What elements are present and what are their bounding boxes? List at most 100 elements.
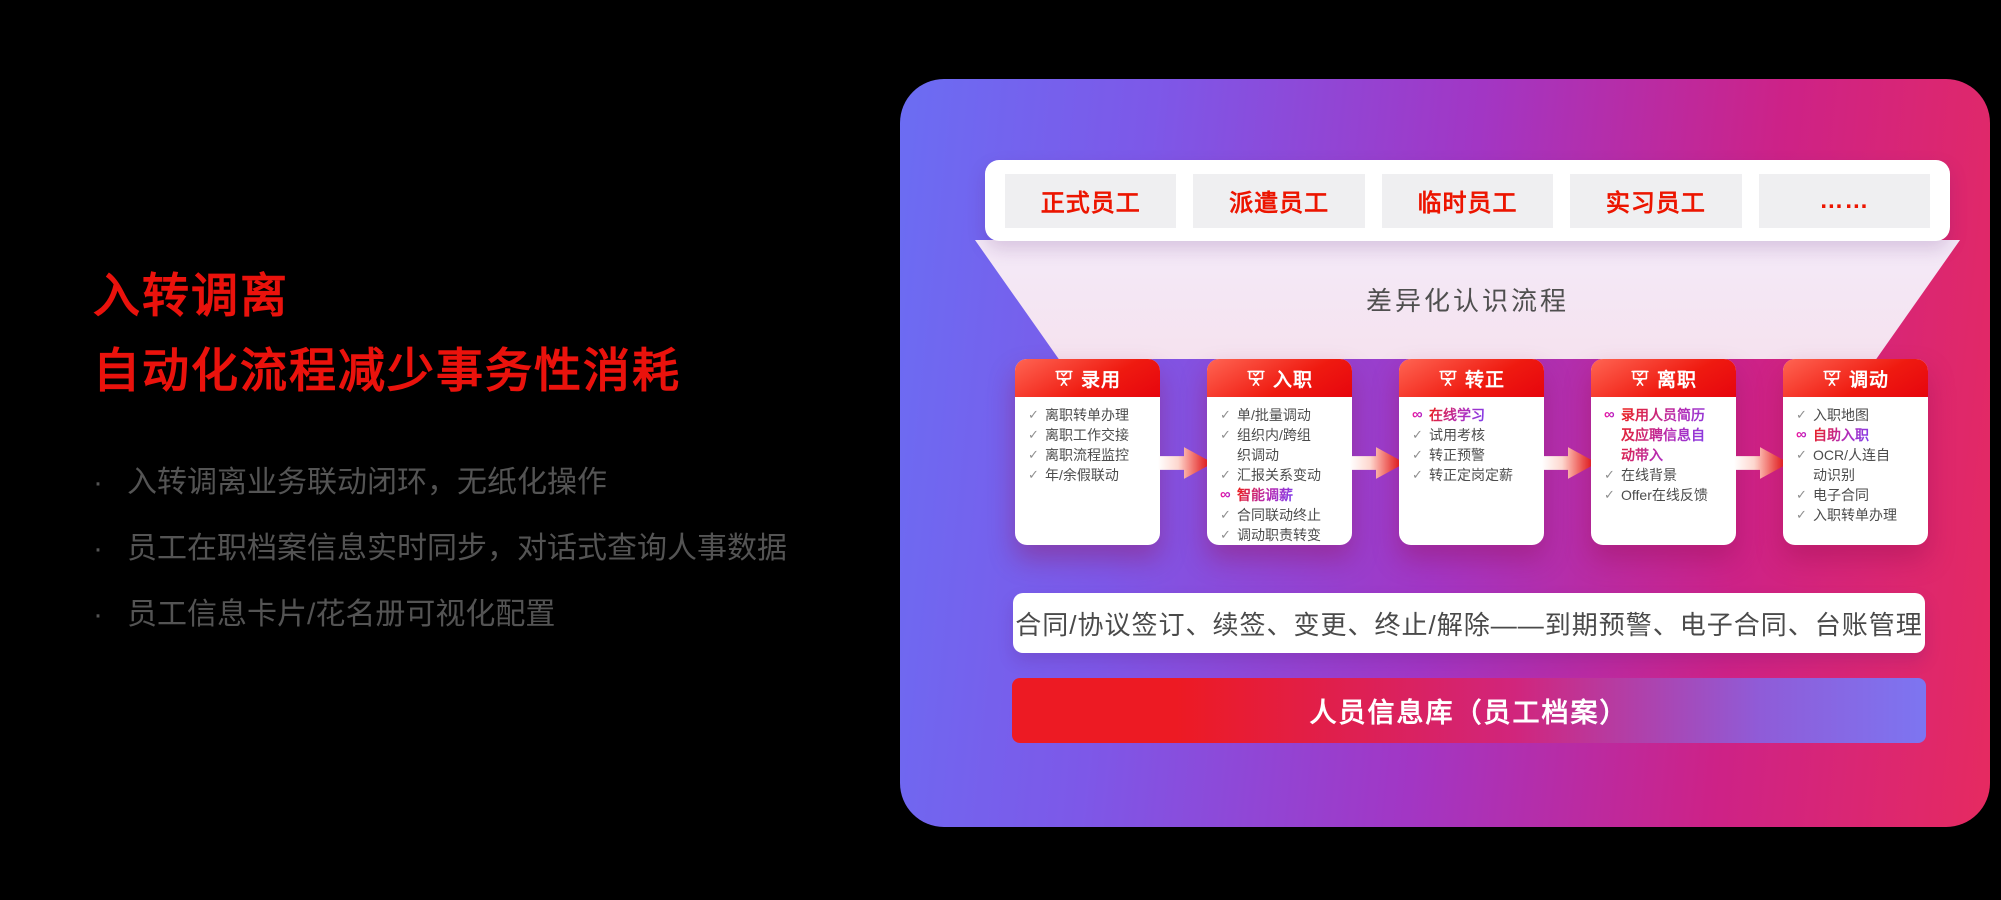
- employee-type-box: 实习员工: [1570, 173, 1742, 228]
- process-card-header: 转正: [1399, 359, 1544, 397]
- process-item: ✓ 转正预警: [1412, 445, 1541, 465]
- check-icon: ✓: [1796, 447, 1807, 462]
- right-arrow-icon: [1155, 447, 1213, 479]
- process-card-items: ∞在线学习 ✓ 试用考核 ✓ 转正预警 ✓ 转正定岗定薪: [1399, 397, 1544, 485]
- process-item-text: 试用考核: [1429, 427, 1485, 443]
- employee-type-label: 正式员工: [1040, 190, 1141, 217]
- check-icon: ✓: [1220, 467, 1231, 482]
- process-item: ✓入职转单办理: [1796, 505, 1925, 525]
- easel-board-icon: [1439, 370, 1457, 386]
- process-card-items: ∞录用人员简历 及应聘信息自 动带入 ✓ 在线背景 ✓ Offer在线反馈: [1591, 397, 1736, 505]
- infinity-icon: ∞: [1604, 405, 1621, 425]
- process-item-text: 录用人员简历 及应聘信息自 动带入: [1621, 407, 1705, 463]
- process-item-text: 入职转单办理: [1813, 507, 1897, 523]
- process-item-text: 智能调薪: [1237, 487, 1293, 503]
- funnel-label: 差异化认识流程: [1365, 286, 1569, 316]
- funnel: 差异化认识流程: [975, 240, 1960, 359]
- process-item: ✓ 离职工作交接: [1028, 425, 1157, 445]
- process-card: 录用 ✓离职转单办理 ✓ 离职工作交接 ✓ 离职流程监控 ✓年/余假联动: [1015, 359, 1160, 545]
- process-item: ✓ 汇报关系变动: [1220, 465, 1349, 485]
- process-card-items: ✓离职转单办理 ✓ 离职工作交接 ✓ 离职流程监控 ✓年/余假联动: [1015, 397, 1160, 485]
- process-item-text: 离职流程监控: [1045, 447, 1129, 463]
- bullet-item: ·入转调离业务联动闭环，无纸化操作: [93, 450, 787, 516]
- process-item: ✓离职转单办理: [1028, 405, 1157, 425]
- process-item-text: 调动职责转变: [1237, 527, 1321, 543]
- process-card-items: ✓入职地图∞自助入职✓OCR/人连自 动识别✓电子合同✓入职转单办理: [1783, 397, 1928, 525]
- right-arrow-icon: [1539, 447, 1597, 479]
- bullet-text: 员工信息卡片/花名册可视化配置: [127, 598, 556, 631]
- process-item-text: 转正预警: [1429, 447, 1485, 463]
- right-arrow-icon: [1731, 447, 1789, 479]
- process-item-text: 入职地图: [1813, 407, 1869, 423]
- left-panel: 入转调离 自动化流程减少事务性消耗 ·入转调离业务联动闭环，无纸化操作·员工在职…: [93, 258, 787, 648]
- process-item: ∞智能调薪: [1220, 485, 1349, 505]
- process-item-text: 组织内/跨组 织调动: [1237, 427, 1311, 463]
- process-item-text: 电子合同: [1813, 487, 1869, 503]
- process-card-title: 录用: [1080, 369, 1121, 391]
- process-item: ✓ OCR/人连自 动识别: [1796, 445, 1925, 485]
- database-bar: 人员信息库（员工档案）: [1012, 678, 1926, 743]
- process-item: ∞自助入职: [1796, 425, 1925, 445]
- check-icon: ✓: [1220, 527, 1231, 542]
- process-item-text: Offer在线反馈: [1621, 487, 1708, 503]
- process-item: ✓ 单/批量调动: [1220, 405, 1349, 425]
- bullet-dot: ·: [93, 532, 103, 565]
- check-icon: ✓: [1412, 447, 1423, 462]
- process-card-header: 调动: [1783, 359, 1928, 397]
- process-item: ✓合同联动终止: [1220, 505, 1349, 525]
- employee-type-label: 派遣员工: [1229, 190, 1330, 217]
- process-card-header: 离职: [1591, 359, 1736, 397]
- process-item-text: 离职转单办理: [1045, 407, 1129, 423]
- bullet-dot: ·: [93, 466, 103, 499]
- process-item: ✓ 在线背景: [1604, 465, 1733, 485]
- process-item: ✓ 转正定岗定薪: [1412, 465, 1541, 485]
- title-line-2: 自动化流程减少事务性消耗: [93, 344, 681, 397]
- check-icon: ✓: [1028, 427, 1039, 442]
- process-card-title: 转正: [1464, 369, 1505, 391]
- check-icon: ✓: [1220, 427, 1231, 442]
- process-item: ✓年/余假联动: [1028, 465, 1157, 485]
- check-icon: ✓: [1604, 487, 1615, 502]
- process-item: ∞在线学习: [1412, 405, 1541, 425]
- check-icon: ✓: [1412, 427, 1423, 442]
- bullet-text: 员工在职档案信息实时同步，对话式查询人事数据: [127, 532, 787, 565]
- process-item-text: 在线背景: [1621, 467, 1677, 483]
- process-item-text: OCR/人连自 动识别: [1813, 447, 1890, 483]
- bullet-dot: ·: [93, 598, 103, 631]
- process-item-text: 离职工作交接: [1045, 427, 1129, 443]
- page-title: 入转调离 自动化流程减少事务性消耗: [93, 258, 787, 408]
- employee-type-box: 正式员工: [1005, 173, 1177, 228]
- process-card-title: 入职: [1272, 369, 1313, 391]
- process-item-text: 年/余假联动: [1045, 467, 1119, 483]
- check-icon: ✓: [1028, 447, 1039, 462]
- process-item-text: 单/批量调动: [1237, 407, 1311, 423]
- easel-board-icon: [1631, 370, 1649, 386]
- bullet-list: ·入转调离业务联动闭环，无纸化操作·员工在职档案信息实时同步，对话式查询人事数据…: [93, 450, 787, 648]
- feature-panel: 差异化认识流程 正式员工派遣员工临时员工实习员工…… 录用✓离职转单办理✓离职工…: [900, 79, 1990, 827]
- process-item-text: 汇报关系变动: [1237, 467, 1321, 483]
- employee-type-bar: 正式员工派遣员工临时员工实习员工……: [985, 160, 1950, 241]
- easel-board-icon: [1055, 370, 1073, 386]
- process-card: 离职 ∞录用人员简历 及应聘信息自 动带入 ✓ 在线背景 ✓ Offer在线反馈: [1591, 359, 1736, 545]
- process-card: 转正 ∞在线学习 ✓ 试用考核 ✓ 转正预警 ✓ 转正定岗定薪: [1399, 359, 1544, 545]
- process-item: ✓ 组织内/跨组 织调动: [1220, 425, 1349, 465]
- title-line-1: 入转调离: [93, 269, 289, 322]
- process-card-row: 录用✓离职转单办理✓离职工作交接✓离职流程监控✓年/余假联动 入职✓单/批量调动…: [1015, 359, 1928, 569]
- employee-type-box: 派遣员工: [1193, 173, 1365, 228]
- process-item-text: 自助入职: [1813, 427, 1869, 443]
- check-icon: ✓: [1604, 467, 1615, 482]
- process-item: ✓ Offer在线反馈: [1604, 485, 1733, 505]
- process-card-title: 调动: [1848, 369, 1889, 391]
- check-icon: ✓: [1220, 407, 1231, 422]
- employee-type-box: 临时员工: [1381, 173, 1554, 228]
- check-icon: ✓: [1412, 467, 1423, 482]
- easel-board-icon: [1823, 370, 1841, 386]
- process-item: ✓ 离职流程监控: [1028, 445, 1157, 465]
- process-item-text: 转正定岗定薪: [1429, 467, 1513, 483]
- check-icon: ✓: [1796, 487, 1807, 502]
- bullet-item: · 员工信息卡片/花名册可视化配置: [93, 582, 787, 648]
- infinity-icon: ∞: [1412, 405, 1429, 425]
- infinity-icon: ∞: [1796, 425, 1813, 445]
- process-item: ∞录用人员简历 及应聘信息自 动带入: [1604, 405, 1733, 465]
